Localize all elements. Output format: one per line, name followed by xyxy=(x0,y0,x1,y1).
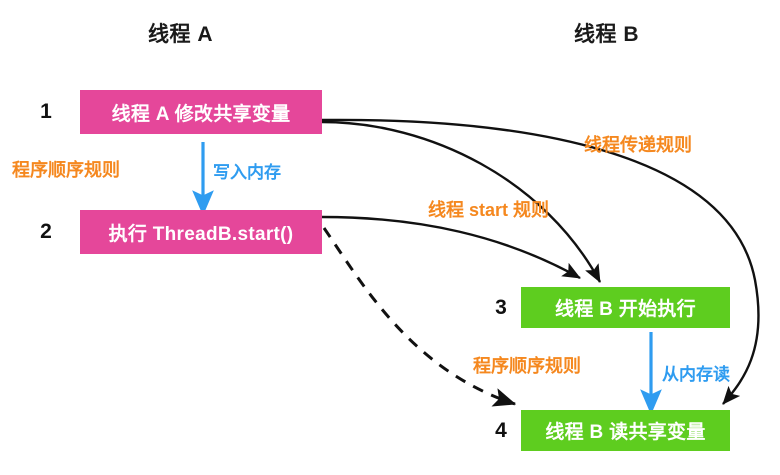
memory-label-read: 从内存读 xyxy=(662,365,730,384)
edge-2-to-3-path xyxy=(321,215,581,280)
rule-label-program-order-b: 程序顺序规则 xyxy=(473,356,581,376)
rule-label-thread-start: 线程 start 规则 xyxy=(428,200,550,220)
node-step-3[interactable]: 线程 B 开始执行 xyxy=(521,287,730,328)
rule-label-program-order-a: 程序顺序规则 xyxy=(12,160,120,180)
step-number-1: 1 xyxy=(40,100,52,123)
step-number-3: 3 xyxy=(495,296,507,319)
node-step-2[interactable]: 执行 ThreadB.start() xyxy=(80,210,322,254)
step-number-4: 4 xyxy=(495,419,507,442)
column-title-thread-b: 线程 B xyxy=(574,23,639,46)
node-step-4[interactable]: 线程 B 读共享变量 xyxy=(521,410,730,451)
rule-label-thread-transitivity: 线程传递规则 xyxy=(584,135,692,155)
memory-label-write: 写入内存 xyxy=(213,163,281,182)
column-title-thread-a: 线程 A xyxy=(148,23,213,46)
step-number-2: 2 xyxy=(40,220,52,243)
node-step-1[interactable]: 线程 A 修改共享变量 xyxy=(80,90,322,134)
